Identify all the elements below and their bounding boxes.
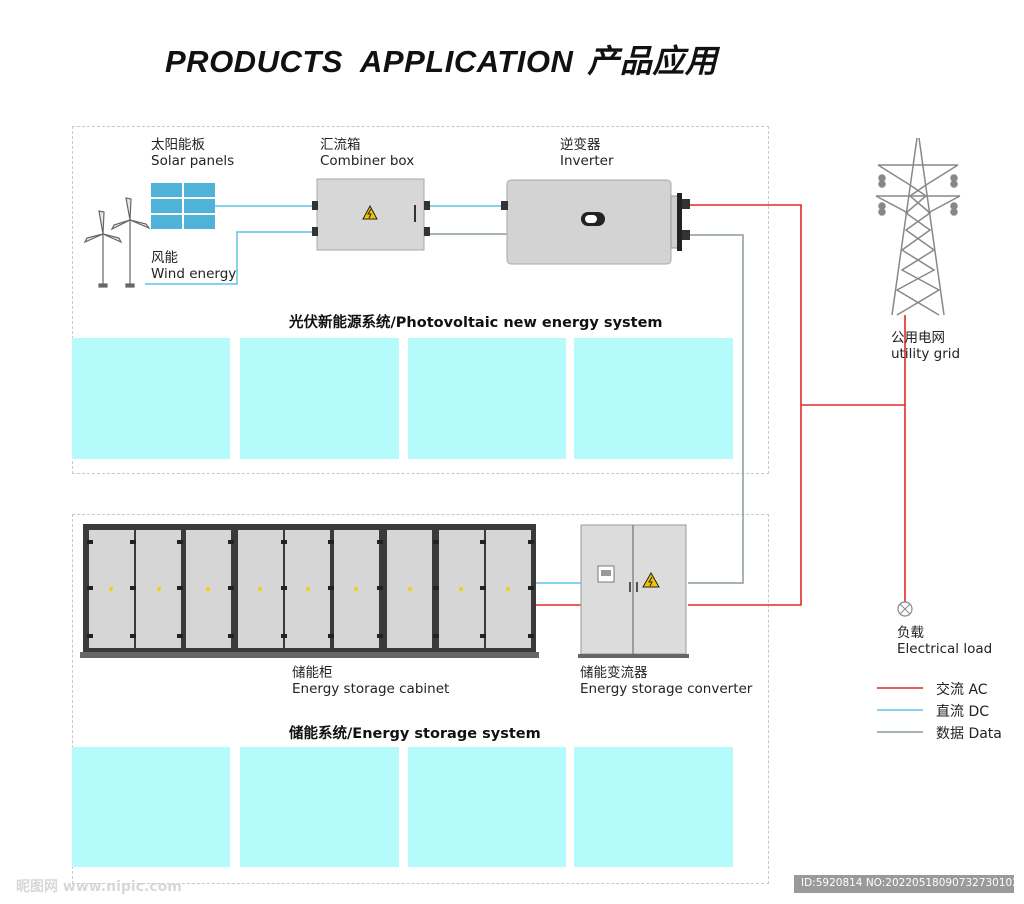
converter-label: 储能变流器 Energy storage converter	[580, 665, 752, 697]
pv-placeholder-4	[574, 338, 733, 459]
electrical-load-icon	[897, 601, 913, 617]
combiner-box-icon	[312, 178, 430, 251]
combiner-label-en: Combiner box	[320, 153, 415, 169]
transmission-tower-icon	[875, 137, 961, 316]
pv-system-box	[72, 126, 769, 474]
watermark-right-bar	[794, 875, 1014, 893]
page-title: PRODUCTS APPLICATION 产品应用	[165, 36, 717, 82]
storage-placeholder-4	[574, 747, 733, 867]
solar-label-en: Solar panels	[151, 153, 235, 169]
combiner-label: 汇流箱 Combiner box	[320, 137, 414, 169]
legend-dc-label: 直流 DC	[936, 704, 990, 720]
storage-cabinet-icon	[80, 524, 539, 658]
load-label-cn: 负载	[897, 625, 924, 641]
load-label-en: Electrical load	[897, 641, 993, 657]
wind-label-cn: 风能	[151, 250, 178, 266]
storage-placeholder-3	[408, 747, 566, 867]
converter-label-cn: 储能变流器	[580, 665, 648, 681]
pv-system-title: 光伏新能源系统/Photovoltaic new energy system	[289, 315, 663, 331]
inverter-icon	[501, 179, 690, 265]
solar-label-cn: 太阳能板	[151, 137, 205, 153]
combiner-label-cn: 汇流箱	[320, 137, 361, 153]
grid-label: 公用电网 utility grid	[891, 330, 960, 362]
ac-wires	[536, 204, 906, 606]
wind-turbine-icon	[83, 197, 151, 288]
inverter-label-cn: 逆变器	[560, 137, 601, 153]
cabinet-label-cn: 储能柜	[292, 665, 333, 681]
pv-placeholder-2	[240, 338, 399, 459]
cabinet-label-en: Energy storage cabinet	[292, 681, 450, 697]
data-wires	[430, 233, 744, 584]
wind-label-en: Wind energy	[151, 266, 237, 282]
grid-label-cn: 公用电网	[891, 330, 945, 346]
storage-system-title: 储能系统/Energy storage system	[289, 726, 541, 742]
load-label: 负载 Electrical load	[897, 625, 992, 657]
pv-placeholder-1	[72, 338, 230, 459]
converter-label-en: Energy storage converter	[580, 681, 753, 697]
inverter-label: 逆变器 Inverter	[560, 137, 614, 169]
legend-data-label: 数据 Data	[936, 726, 1002, 742]
legend-ac-label: 交流 AC	[936, 682, 988, 698]
cabinet-label: 储能柜 Energy storage cabinet	[292, 665, 449, 697]
watermark-right: ID:5920814 NO:20220518090732730102	[801, 877, 1019, 889]
dc-wires	[145, 205, 581, 584]
solar-panel-icon	[151, 183, 215, 229]
storage-placeholder-2	[240, 747, 399, 867]
storage-placeholder-1	[72, 747, 230, 867]
storage-converter-icon	[578, 524, 689, 658]
solar-label: 太阳能板 Solar panels	[151, 137, 234, 169]
storage-system-box	[72, 514, 769, 884]
title-en: PRODUCTS APPLICATION	[165, 44, 574, 79]
watermark-left: 昵图网 www.nipic.com	[16, 879, 182, 895]
inverter-label-en: Inverter	[560, 153, 614, 169]
grid-label-en: utility grid	[891, 346, 961, 362]
title-cn: 产品应用	[587, 42, 718, 80]
pv-placeholder-3	[408, 338, 566, 459]
legend-lines	[877, 687, 923, 733]
wind-label: 风能 Wind energy	[151, 250, 236, 282]
